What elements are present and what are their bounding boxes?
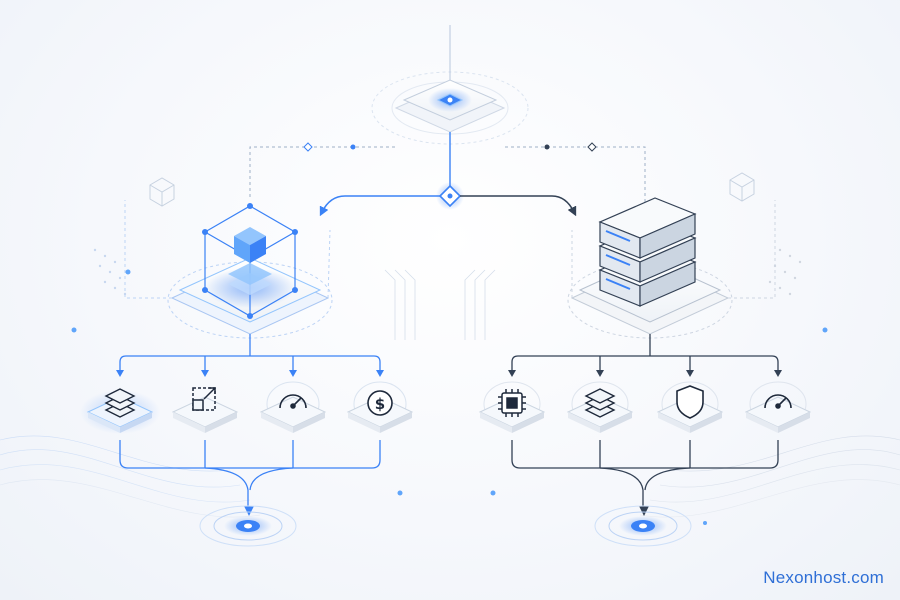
- right-output-node[interactable]: [594, 505, 692, 547]
- brand-watermark[interactable]: Nexonhost.com: [763, 568, 884, 587]
- background-waves: [0, 435, 900, 518]
- left-output-node[interactable]: [199, 505, 297, 547]
- svg-text:$: $: [375, 395, 385, 413]
- right-bus: [511, 334, 779, 372]
- shield-icon: [676, 385, 704, 419]
- top-link-nodes: [303, 142, 597, 152]
- junction-node[interactable]: [436, 182, 464, 210]
- cpu-icon: [498, 389, 526, 417]
- right-merge-lines: [511, 440, 779, 508]
- floating-cube-right: [729, 172, 755, 202]
- junction-branch-right: [460, 195, 577, 217]
- top-dashed-links: [249, 146, 646, 205]
- right-feature-cpu[interactable]: [478, 381, 546, 433]
- left-feature-gauge[interactable]: [259, 381, 327, 433]
- left-merge-lines: [119, 440, 381, 508]
- layers-icon: [104, 388, 136, 418]
- right-feature-layers[interactable]: [566, 381, 634, 433]
- left-feature-scale[interactable]: [171, 387, 239, 433]
- dollar-icon: $: [367, 390, 393, 416]
- left-bus: [119, 334, 381, 372]
- right-feature-shield[interactable]: [656, 381, 724, 433]
- left-main-node[interactable]: [167, 203, 333, 339]
- left-bus-arrows: [116, 370, 384, 377]
- left-output-arrow: [244, 506, 254, 516]
- left-feature-dollar[interactable]: $: [346, 381, 414, 433]
- top-hub-node[interactable]: [371, 71, 529, 145]
- right-main-node[interactable]: [567, 197, 733, 339]
- accent-dots: [71, 269, 828, 525]
- scale-icon: [192, 387, 216, 411]
- right-output-arrow: [639, 506, 649, 516]
- floating-cube-left: [149, 177, 175, 207]
- junction-branch-left: [319, 195, 440, 217]
- circuit-traces: [384, 269, 496, 340]
- left-feature-layers[interactable]: [80, 388, 160, 434]
- gauge-icon: [279, 394, 307, 409]
- right-bus-arrows: [508, 370, 782, 377]
- server-rack-icon: [598, 197, 697, 307]
- gauge-icon: [764, 394, 792, 409]
- main-side-dashes: [124, 200, 776, 299]
- dot-field-right: [768, 248, 802, 296]
- dot-field-left: [93, 248, 127, 296]
- layers-icon: [584, 388, 616, 418]
- right-feature-gauge[interactable]: [744, 381, 812, 433]
